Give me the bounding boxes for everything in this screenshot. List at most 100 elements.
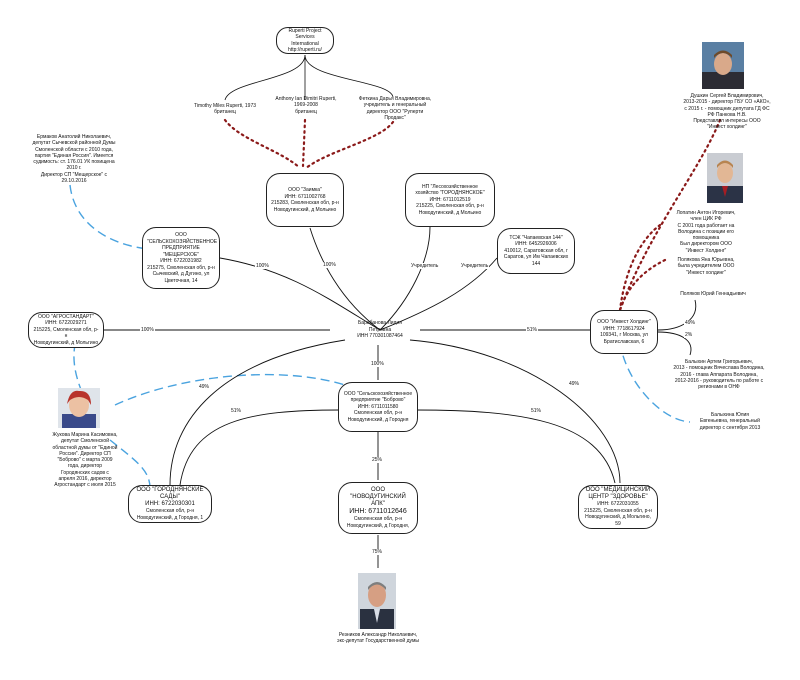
label-lesokhoz: Учредитель (410, 263, 440, 269)
bobrovo-node[interactable]: ООО "Сельскохозяйственное предприятие "Б… (338, 382, 418, 432)
dotted-ruperti (223, 118, 395, 170)
tszh-line-3: 144 (531, 260, 541, 267)
photo-dushkin (702, 42, 744, 89)
lesokhoz-line-1: 215225, Смоленская обл, р-н (416, 203, 484, 210)
mescherskoe-title: ООО "СЕЛЬСКОХОЗЯЙСТВЕННОЕ ПРЕДПРИЯТИЕ "М… (147, 232, 218, 258)
invest-node[interactable]: ООО "Инвест Холдинг" ИНН: 7718617924 109… (590, 310, 658, 354)
tszh-line-1: 410012, Саратовская обл, г (504, 247, 568, 254)
agro-title: ООО "АГРОСТАНДАРТ" (38, 313, 94, 320)
ruperti-line-1: Services International (291, 34, 319, 47)
center-person[interactable]: Барабанова Лидия Петровна ИНН 7703010874… (340, 316, 420, 344)
edge-center-medcenter (409, 339, 621, 484)
dot-lopatin-invest (618, 223, 662, 312)
medcenter-node[interactable]: ООО "МЕДИЦИНСКИЙ ЦЕНТР "ЗДОРОВЬЕ" ИНН: 6… (578, 485, 658, 529)
center-inn: ИНН 770301087464 (357, 333, 403, 340)
med-line-0: ИНН: 6722031055 (597, 501, 639, 507)
invest-line-0: ИНН: 7718617924 (603, 325, 645, 332)
label-polyakov-invest: 49% (684, 320, 697, 326)
lesokhoz-line-0: ИНН: 6711012519 (429, 196, 471, 203)
dot-polyakova-invest (618, 258, 667, 312)
bobrovo-line-1: Смоленская обл, р-н (353, 410, 403, 417)
tszh-line-2: Саратов, ул Им Чапаевских (503, 254, 569, 261)
center-edges (104, 226, 697, 568)
apk-line-0: Смоленская обл, р-н (353, 516, 403, 522)
edge-ruperti-fetkina (304, 54, 394, 98)
ruperti-node[interactable]: Ruperti Project Services International h… (276, 27, 334, 54)
apk-line-1: Новодугинский, д Городня, (346, 522, 410, 529)
invest-line-1: 109341, г Москва, ул (600, 332, 648, 338)
note-lopatin: Лопатин Антон Игоревич, член ЦИК РФ С 20… (676, 210, 736, 254)
note-balykhina: Балыхина Юлия Евгеньевна, генеральный ди… (699, 412, 761, 431)
bobrovo-line-2: Новодугинский, д Городня (347, 416, 409, 423)
note-zhukova: Жукова Марина Касимовна, депутат Смоленс… (52, 432, 118, 489)
sady-line-0: Смоленская обл, р-н (145, 508, 195, 514)
label-bobrovo-med: 51% (530, 408, 543, 414)
zaimka-line-2: Новодугинский, д Мольино (273, 206, 337, 213)
label-balykhin-invest: 2% (684, 332, 694, 338)
mescherskoe-line-0: ИНН: 6722031982 (160, 258, 202, 264)
edge-center-sady (169, 339, 346, 486)
dot-dushkin-invest (618, 118, 722, 312)
dash-ermakov-mescherskoe (69, 184, 166, 251)
label-agro: 100% (140, 327, 155, 333)
ruperti-line-0: Ruperti Project (288, 27, 322, 34)
label-mescherskoe: 100% (255, 263, 270, 269)
mescherskoe-line-3: Цветочная, 14 (164, 277, 198, 284)
note-dushkin: Душкин Сергей Владимирович, 2013-2015 - … (683, 93, 771, 131)
center-name: Барабанова Лидия Петровна (358, 320, 402, 333)
mescherskoe-line-2: Сычевский, д Дугино, ул (152, 271, 210, 277)
edge-center-lesokhoz (379, 226, 431, 331)
sady-line-1: Новодугинский, д Городня, 1 (136, 514, 204, 521)
note-timothy: Timothy Miles Ruperti, 1973 британец (193, 103, 257, 116)
label-zaimka: 100% (322, 262, 337, 268)
lesokhoz-line-2: Новодугинский, д Мольино (418, 209, 482, 216)
agro-line-1: 215225, Смоленская обл, р-н (33, 326, 99, 340)
label-bobrovo-gorod: 49% (198, 384, 211, 390)
sady-node[interactable]: ООО "ГОРОДНЯНСКИЕ САДЫ" ИНН: 6722030301 … (128, 485, 212, 523)
mescherskoe-line-1: 215275, Смоленская обл, р-н (147, 264, 215, 271)
label-bobrovo: 100% (370, 361, 385, 367)
apk-node[interactable]: ООО "НОВОДУГИНСКИЙ АПК" ИНН: 6711012646 … (338, 482, 418, 534)
edge-bobrovo-gorod (179, 409, 341, 486)
note-ermakov: Ермаков Анатолий Николаевич, депутат Сыч… (32, 134, 116, 185)
photo-reznikov (358, 573, 396, 629)
dash-balykhina-invest (619, 341, 691, 423)
edge-center-zaimka (309, 227, 381, 331)
ruperti-line-2: http://ruperti.ru/ (288, 47, 322, 53)
label-invest: 51% (526, 327, 539, 333)
dot-anthony-zaimka (301, 118, 307, 168)
label-tszh: Учредитель (460, 263, 490, 269)
invest-line-2: Братиславская, 6 (603, 338, 645, 345)
note-reznikov: Резников Александр Николаевич, экс-депут… (337, 632, 419, 645)
dot-timothy-zaimka (223, 118, 302, 170)
dot-fetkina-zaimka (304, 120, 395, 170)
note-fetkina: Феткина Дарья Владимировна, учредитель и… (358, 96, 432, 121)
edge-center-mescherskoe (219, 257, 381, 331)
zaimka-node[interactable]: ООО "Заимка" ИНН: 6711002768 215283, Смо… (266, 173, 344, 227)
photo-zhukova (58, 388, 100, 428)
label-reznikov-apk: 75% (371, 549, 384, 555)
ruperti-edges (224, 54, 394, 101)
sady-inn: ИНН: 6722030301 (145, 501, 195, 507)
agrostandart-node[interactable]: ООО "АГРОСТАНДАРТ" ИНН: 6722029271 21522… (28, 312, 104, 348)
note-anthony: Anthony Ian Dimitri Ruperti, 1969-2008 б… (275, 96, 337, 115)
zaimka-title: ООО "Заимка" (288, 187, 322, 193)
note-polyakov: Поляков Юрий Геннадьевич (680, 291, 746, 297)
bobrovo-line-0: ИНН: 6711011580 (357, 403, 399, 410)
sady-title: ООО "ГОРОДНЯНСКИЕ САДЫ" (136, 487, 204, 500)
label-bobrovo-sady: 51% (230, 408, 243, 414)
tszh-line-0: ИНН: 6452926006 (515, 241, 557, 248)
med-line-2: Новодугинский, д Мольгино, 59 (585, 514, 651, 527)
apk-inn: ИНН: 6711012646 (349, 508, 407, 515)
photo-lopatin (707, 153, 743, 203)
mescherskoe-node[interactable]: ООО "СЕЛЬСКОХОЗЯЙСТВЕННОЕ ПРЕДПРИЯТИЕ "М… (142, 227, 220, 289)
zaimka-line-0: ИНН: 6711002768 (284, 193, 326, 200)
invest-title: ООО "Инвест Холдинг" (597, 319, 651, 325)
note-polyakova: Полякова Яна Юрьевна, была учредителем О… (677, 257, 735, 276)
lesokhoz-node[interactable]: НП "Лесохозяйственное хозяйство "ГОРОДНЯ… (405, 173, 495, 227)
tszh-node[interactable]: ТСЖ "Чапаевская 144" ИНН: 6452926006 410… (497, 228, 575, 274)
edge-ruperti-timothy (224, 54, 306, 101)
note-balykhin: Балыхин Артем Григорьевич, 2013 - помощн… (673, 359, 765, 391)
